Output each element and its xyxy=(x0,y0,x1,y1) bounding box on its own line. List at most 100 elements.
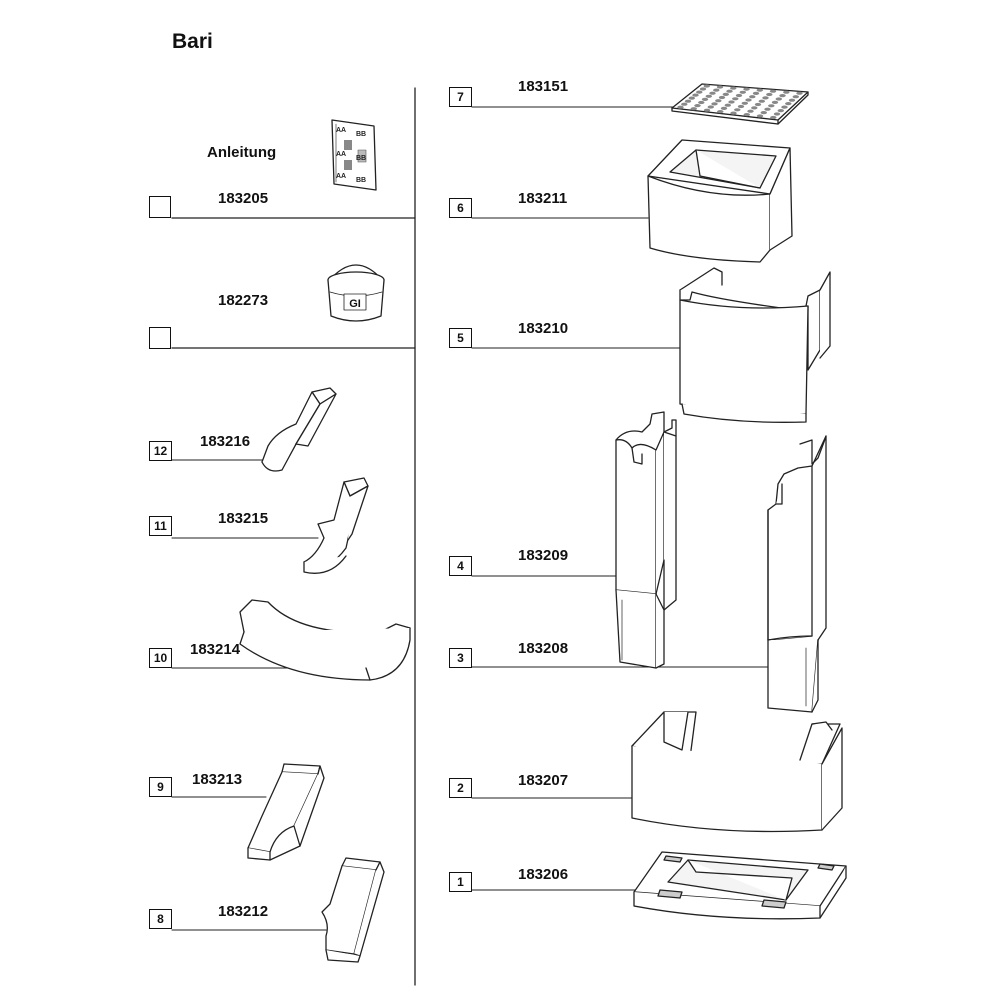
part-code: 183216 xyxy=(200,433,251,450)
part-number-box: 11 xyxy=(149,516,172,536)
perforation-hole xyxy=(766,92,773,97)
part-5-drawing xyxy=(679,267,831,423)
part-1-drawing xyxy=(633,851,847,920)
part-number-box: 2 xyxy=(449,778,472,798)
perforation-hole xyxy=(773,112,781,116)
perforation-hole xyxy=(722,92,729,96)
perforation-hole xyxy=(717,110,724,114)
part-2-drawing xyxy=(631,711,843,833)
left-leader-lines xyxy=(171,459,327,931)
perforation-hole xyxy=(788,98,796,102)
perforation-hole xyxy=(741,101,748,105)
perforation-hole xyxy=(796,91,803,95)
perforation-hole xyxy=(781,105,788,109)
manual-checkbox[interactable] xyxy=(149,196,171,218)
perforation-hole xyxy=(737,104,745,109)
part-code: 183213 xyxy=(192,771,243,788)
part-number-box: 12 xyxy=(149,441,172,461)
perforation-hole xyxy=(764,107,771,111)
perforation-hole xyxy=(699,87,707,91)
part-4-drawing xyxy=(615,411,677,611)
perforation-hole xyxy=(711,102,718,106)
perforation-hole xyxy=(769,89,777,93)
sticker-mark: BB xyxy=(356,155,366,162)
part-3-left-drawing xyxy=(615,589,665,669)
sticker-mark: AA xyxy=(336,173,346,180)
part-code: 183211 xyxy=(518,190,568,207)
part-11-drawing xyxy=(303,477,369,574)
perforation-hole xyxy=(730,111,737,115)
perforation-hole xyxy=(688,96,695,100)
perforation-hole xyxy=(762,96,769,100)
perforation-hole xyxy=(694,104,701,108)
right-leader-lines xyxy=(471,106,771,891)
part-4-right-drawing xyxy=(767,435,827,641)
perforation-hole xyxy=(735,93,743,98)
perforation-hole xyxy=(743,87,750,91)
perforation-hole xyxy=(718,95,726,100)
perforation-hole xyxy=(690,107,697,111)
perforation-hole xyxy=(698,100,705,105)
perforation-hole xyxy=(745,98,752,102)
perforation-hole xyxy=(703,108,711,112)
part-code: 183208 xyxy=(518,640,569,657)
part-code: 183209 xyxy=(518,547,569,564)
perforation-hole xyxy=(692,93,699,97)
sticker-mark: BB xyxy=(356,177,366,184)
part-number-box: 6 xyxy=(449,198,472,218)
perforation-hole xyxy=(779,94,786,98)
part-12-drawing xyxy=(261,387,337,472)
perforation-hole xyxy=(726,89,733,93)
part-10-drawing xyxy=(239,599,411,681)
perforation-hole xyxy=(775,97,782,101)
svg-text:GI: GI xyxy=(349,298,361,310)
perforation-hole xyxy=(701,97,709,101)
sticker-mark: AA xyxy=(336,127,346,134)
perforation-hole xyxy=(792,95,799,99)
perforation-hole xyxy=(732,97,739,101)
perforation-hole xyxy=(751,106,758,110)
part-number-box: 9 xyxy=(149,777,172,797)
part-number-box: 5 xyxy=(449,328,472,348)
part-9-drawing xyxy=(247,763,325,861)
perforation-hole xyxy=(677,105,684,109)
part-number-box: 3 xyxy=(449,648,472,668)
part-code: 183210 xyxy=(518,320,569,337)
part-code: 183215 xyxy=(218,510,269,527)
perforation-hole xyxy=(756,88,763,92)
glue-checkbox[interactable] xyxy=(149,327,171,349)
perforation-hole xyxy=(752,91,760,95)
perforation-hole xyxy=(770,115,777,120)
perforation-hole xyxy=(709,91,716,95)
perforation-hole xyxy=(734,108,741,112)
glue-code: 182273 xyxy=(218,292,269,309)
perforation-hole xyxy=(747,109,754,113)
perforation-hole xyxy=(785,102,792,106)
sticker-mark: AA xyxy=(336,151,346,158)
perforation-hole xyxy=(696,90,703,94)
perforation-hole xyxy=(724,103,731,107)
perforation-hole xyxy=(758,99,765,103)
sticker-mark: BB xyxy=(356,131,366,138)
part-number-box: 7 xyxy=(449,87,472,107)
part-8-drawing xyxy=(321,857,385,963)
part-code: 183207 xyxy=(518,772,569,789)
perforation-hole xyxy=(703,84,710,88)
glue-bucket-drawing: GI xyxy=(327,264,385,322)
part-6-drawing xyxy=(647,139,793,263)
perforation-hole xyxy=(730,86,737,90)
part-number-box: 1 xyxy=(449,872,472,892)
manual-code: 183205 xyxy=(218,190,269,207)
part-code: 183206 xyxy=(518,866,569,883)
perforation-hole xyxy=(777,109,784,113)
perforation-hole xyxy=(756,114,764,118)
perforation-hole xyxy=(684,99,692,103)
perforation-hole xyxy=(783,90,790,94)
perforation-hole xyxy=(771,100,779,104)
page-title: Bari xyxy=(172,30,213,53)
perforation-hole xyxy=(715,99,722,103)
part-3-right-drawing xyxy=(767,635,819,713)
perforation-hole xyxy=(707,105,714,109)
